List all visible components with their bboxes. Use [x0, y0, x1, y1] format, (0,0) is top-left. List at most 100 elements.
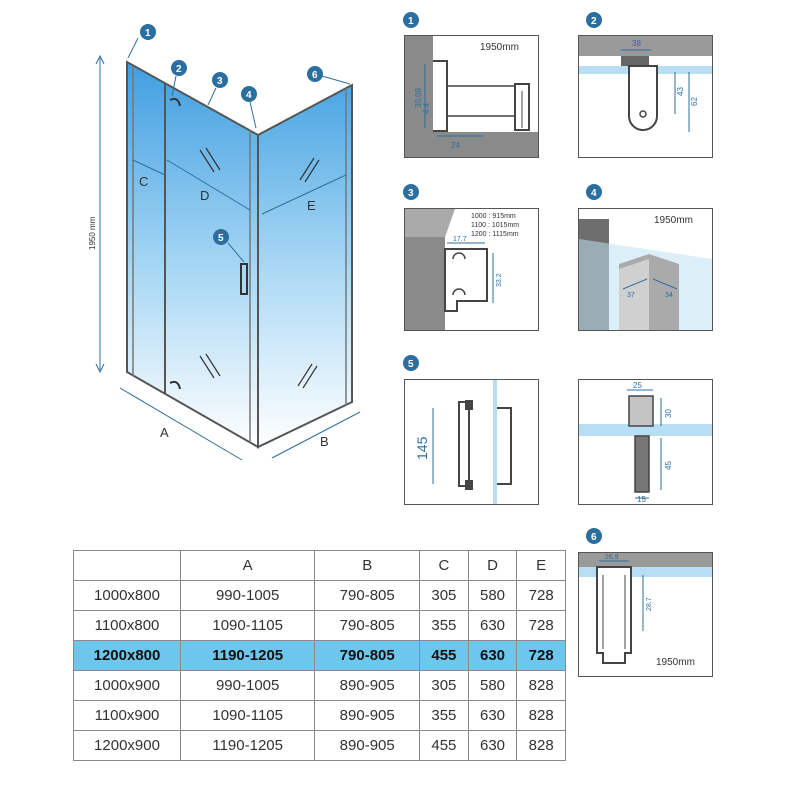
table-cell: 1090-1105: [179, 610, 316, 641]
svg-text:145: 145: [414, 436, 430, 460]
svg-text:1: 1: [145, 28, 151, 39]
table-header-cell: [73, 550, 181, 581]
table-cell: 305: [419, 580, 469, 611]
table-header-cell: E: [516, 550, 566, 581]
table-cell: 790-805: [314, 580, 421, 611]
svg-text:2: 2: [176, 64, 182, 75]
detail-panel-3: 1000 : 915mm 1100 : 1015mm 1200 : 1115mm…: [404, 208, 539, 331]
svg-text:15: 15: [637, 495, 646, 504]
badge-1: 1: [127, 24, 156, 59]
table-cell: 630: [467, 730, 518, 761]
svg-text:34: 34: [665, 292, 673, 299]
svg-text:4.4: 4.4: [422, 102, 431, 114]
svg-text:43: 43: [676, 87, 685, 96]
svg-text:1000 : 915mm: 1000 : 915mm: [471, 213, 516, 220]
table-cell: 728: [516, 580, 566, 611]
svg-text:62: 62: [690, 97, 699, 106]
table-row-size: 1100x900: [73, 700, 181, 731]
table-cell: 355: [419, 700, 469, 731]
table-header-cell: A: [179, 550, 316, 581]
table-header-cell: B: [314, 550, 421, 581]
table-cell: 728: [516, 610, 566, 641]
svg-text:24: 24: [451, 141, 460, 150]
svg-text:38: 38: [632, 39, 641, 48]
table-cell: 890-905: [314, 700, 421, 731]
table-cell: 630: [467, 640, 518, 671]
svg-text:30: 30: [664, 409, 673, 418]
svg-text:28.7: 28.7: [646, 597, 653, 611]
dim-letter-c: C: [139, 174, 148, 189]
svg-text:17.7: 17.7: [453, 236, 467, 243]
table-cell: 455: [419, 640, 469, 671]
detail-panel-1: 1950mm 30.08 4.4 24: [404, 35, 539, 158]
dim-letter-d: D: [200, 188, 209, 203]
table-cell: 355: [419, 610, 469, 641]
table-row-size: 1100x800: [73, 610, 181, 641]
table-header-row: A B C D E: [73, 550, 566, 581]
svg-text:26.9: 26.9: [605, 554, 619, 561]
svg-text:5: 5: [218, 233, 224, 244]
svg-text:1950mm: 1950mm: [656, 657, 695, 668]
bottom-hinge: [169, 380, 181, 390]
table-header-cell: D: [467, 550, 518, 581]
detail-panel-2: 38 43 62: [578, 35, 713, 158]
svg-text:1950mm: 1950mm: [480, 42, 519, 53]
table-cell: 1090-1105: [179, 700, 316, 731]
svg-text:3: 3: [217, 76, 223, 87]
svg-text:25: 25: [633, 381, 642, 390]
table-cell: 828: [516, 730, 566, 761]
table-cell: 630: [467, 610, 518, 641]
table-cell: 890-905: [314, 730, 421, 761]
table-row-size: 1200x900: [73, 730, 181, 761]
svg-text:1100 : 1015mm: 1100 : 1015mm: [471, 222, 519, 229]
badge-3: 3: [207, 72, 228, 106]
table-cell: 630: [467, 700, 518, 731]
table-cell: 990-1005: [179, 580, 316, 611]
table-row-size: 1000x900: [73, 670, 181, 701]
svg-text:37: 37: [627, 292, 635, 299]
table-cell: 580: [467, 670, 518, 701]
detail-panel-5: 145: [404, 379, 539, 505]
table-cell: 890-905: [314, 670, 421, 701]
door-handle: [240, 263, 248, 295]
badge-4: 4: [241, 86, 257, 129]
table-cell: 1190-1205: [179, 640, 316, 671]
table-row-size: 1000x800: [73, 580, 181, 611]
dim-letter-b: B: [320, 434, 329, 449]
detail-panel-4: 1950mm 37 34: [578, 208, 713, 331]
side-glass-panel: [257, 83, 353, 449]
badge-6: 6: [307, 66, 351, 85]
svg-text:30.08: 30.08: [414, 87, 423, 108]
svg-text:45: 45: [664, 461, 673, 470]
svg-text:1950mm: 1950mm: [654, 215, 693, 226]
table-cell: 790-805: [314, 610, 421, 641]
svg-text:33.2: 33.2: [496, 273, 503, 287]
table-cell: 455: [419, 730, 469, 761]
svg-text:4: 4: [246, 90, 252, 101]
detail-panel-6: 1950mm 26.9 28.7: [578, 552, 713, 677]
top-hinge: [169, 97, 181, 107]
table-cell: 305: [419, 670, 469, 701]
table-cell: 1190-1205: [179, 730, 316, 761]
table-row-size: 1200x800: [73, 640, 181, 671]
svg-text:6: 6: [312, 70, 318, 81]
detail-panel-5b: 25 30 45 15: [578, 379, 713, 505]
front-glass-panel: [126, 60, 259, 449]
table-cell: 828: [516, 670, 566, 701]
badge-2: 2: [171, 60, 187, 97]
table-cell: 828: [516, 700, 566, 731]
table-cell: 728: [516, 640, 566, 671]
table-cell: 990-1005: [179, 670, 316, 701]
table-header-cell: C: [419, 550, 469, 581]
dim-letter-a: A: [160, 425, 169, 440]
badge-5: 5: [213, 229, 245, 263]
table-cell: 790-805: [314, 640, 421, 671]
table-cell: 580: [467, 580, 518, 611]
